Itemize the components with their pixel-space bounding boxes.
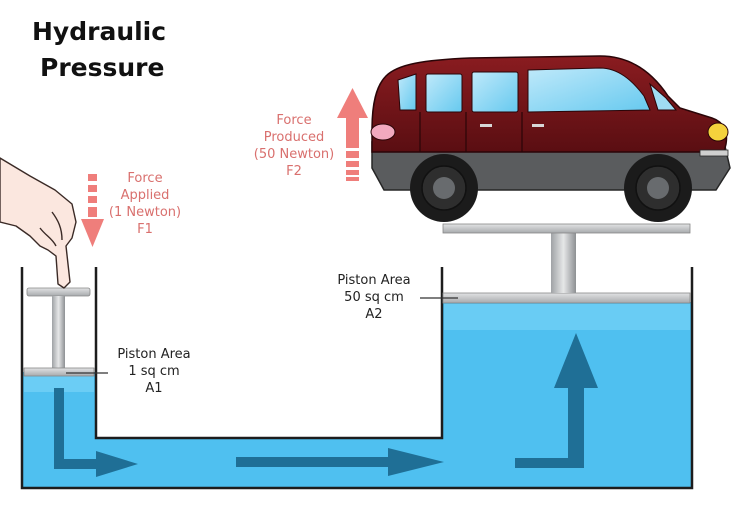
force-applied-label: Force Applied (1 Newton) F1: [104, 170, 186, 238]
hydraulic-fluid: [22, 302, 692, 488]
container-wall: [20, 267, 694, 490]
force-applied-arrow: [81, 174, 104, 247]
force-produced-label: Force Produced (50 Newton) F2: [248, 112, 340, 180]
force-produced-line-3: (50 Newton): [253, 147, 335, 162]
large-piston-head: [442, 292, 691, 304]
car-taillight: [370, 123, 396, 141]
car-rear-wheel: [410, 154, 478, 222]
car-front-wheel: [624, 154, 692, 222]
piston-a1-line-3: A1: [145, 381, 163, 396]
car-headlight: [707, 122, 729, 142]
flow-arrow-right-up: [515, 333, 598, 468]
force-applied-line-2: Applied: [120, 188, 170, 203]
force-applied-line-3: (1 Newton): [108, 205, 182, 220]
force-produced-line-4: F2: [286, 164, 302, 179]
piston-a2-label: Piston Area 50 sq cm A2: [328, 272, 420, 323]
car-window-2: [471, 71, 519, 113]
flow-arrow-down-right: [54, 388, 138, 477]
large-piston-rod: [551, 232, 576, 293]
piston-a1-line-2: 1 sq cm: [128, 364, 180, 379]
car-platform: [442, 223, 691, 234]
piston-a2-line-2: 50 sq cm: [344, 290, 404, 305]
piston-a1-label: Piston Area 1 sq cm A1: [108, 346, 200, 397]
small-piston-rod: [52, 296, 65, 368]
car-window-front-quarter: [397, 73, 417, 111]
piston-a1-line-1: Piston Area: [117, 347, 191, 362]
hand-pressing-illustration: [0, 157, 77, 289]
piston-a2-line-1: Piston Area: [337, 273, 411, 288]
small-piston: [23, 287, 95, 377]
small-piston-top-plate: [26, 287, 91, 297]
title-line-1: Hydraulic: [32, 17, 167, 46]
diagram-title: Hydraulic Pressure: [32, 14, 202, 86]
fluid-flow-arrows: [54, 333, 598, 477]
force-applied-line-1: Force: [127, 171, 163, 186]
flow-arrow-right: [236, 448, 444, 476]
car-window-1: [425, 73, 463, 113]
small-piston-head: [23, 367, 95, 377]
car-window-3: [527, 67, 651, 113]
title-line-2: Pressure: [40, 53, 165, 82]
force-produced-arrow: [337, 88, 368, 181]
force-produced-line-2: Produced: [263, 130, 325, 145]
force-produced-line-1: Force: [276, 113, 312, 128]
car-illustration: [370, 55, 731, 222]
car-windshield: [649, 82, 678, 111]
large-piston: [442, 223, 691, 304]
piston-a2-line-3: A2: [365, 307, 383, 322]
force-applied-line-4: F1: [137, 222, 153, 237]
